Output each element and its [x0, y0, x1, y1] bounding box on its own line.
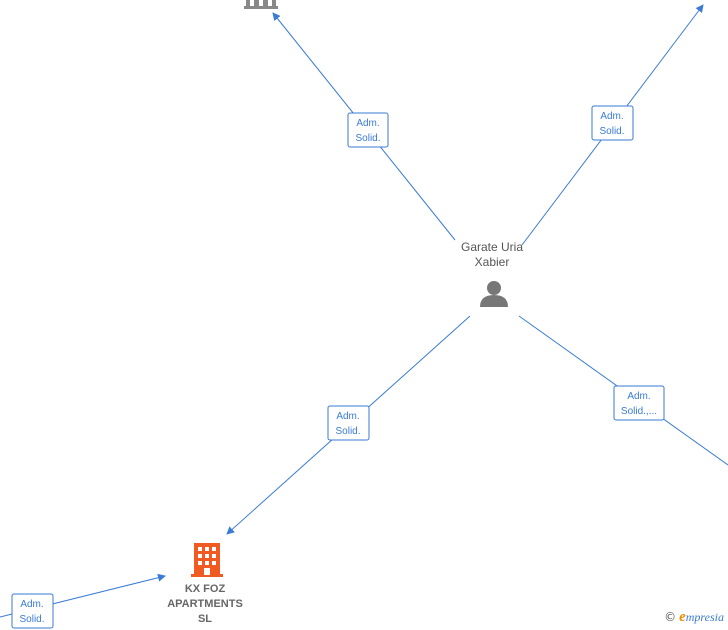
building-icon: [191, 543, 223, 577]
edge-label-line2: Solid.: [335, 426, 360, 437]
company-node-top[interactable]: [244, 0, 278, 9]
person-node[interactable]: Garate Uria Xabier: [461, 240, 523, 307]
company-node-main[interactable]: KX FOZ APARTMENTS SL: [167, 543, 243, 625]
brand-watermark: ©empresia: [664, 609, 724, 626]
edge-label-to-company[interactable]: Adm. Solid.: [327, 405, 370, 441]
edge-label-line1: Adm.: [627, 391, 650, 402]
company-name-line2: APARTMENTS: [167, 598, 243, 610]
person-name-line2: Xabier: [475, 255, 510, 269]
company-name-line1: KX FOZ: [185, 583, 226, 595]
edge-label-bottom-left[interactable]: Adm. Solid.: [11, 593, 54, 629]
edge-label-line2: Solid.: [19, 614, 44, 625]
edge-label-top-right[interactable]: Adm. Solid.: [591, 105, 634, 141]
edge-label-line2: Solid.,...: [621, 406, 657, 417]
edge-label-line2: Solid.: [599, 126, 624, 137]
edge-label-line1: Adm.: [600, 111, 623, 122]
company-name-line3: SL: [198, 613, 212, 625]
edge-label-line2: Solid.: [355, 133, 380, 144]
brand-logo-text: mpresia: [685, 610, 724, 624]
edge-label-top-left[interactable]: Adm. Solid.: [347, 112, 389, 148]
brand-logo-initial: e: [679, 609, 686, 625]
person-icon: [480, 281, 508, 307]
edge-label-bottom-right[interactable]: Adm. Solid.,...: [613, 385, 665, 421]
person-name-line1: Garate Uria: [461, 240, 523, 254]
edge-label-line1: Adm.: [20, 599, 43, 610]
copyright-symbol: ©: [664, 610, 677, 624]
edge-label-line1: Adm.: [356, 118, 379, 129]
edge-label-line1: Adm.: [336, 411, 359, 422]
